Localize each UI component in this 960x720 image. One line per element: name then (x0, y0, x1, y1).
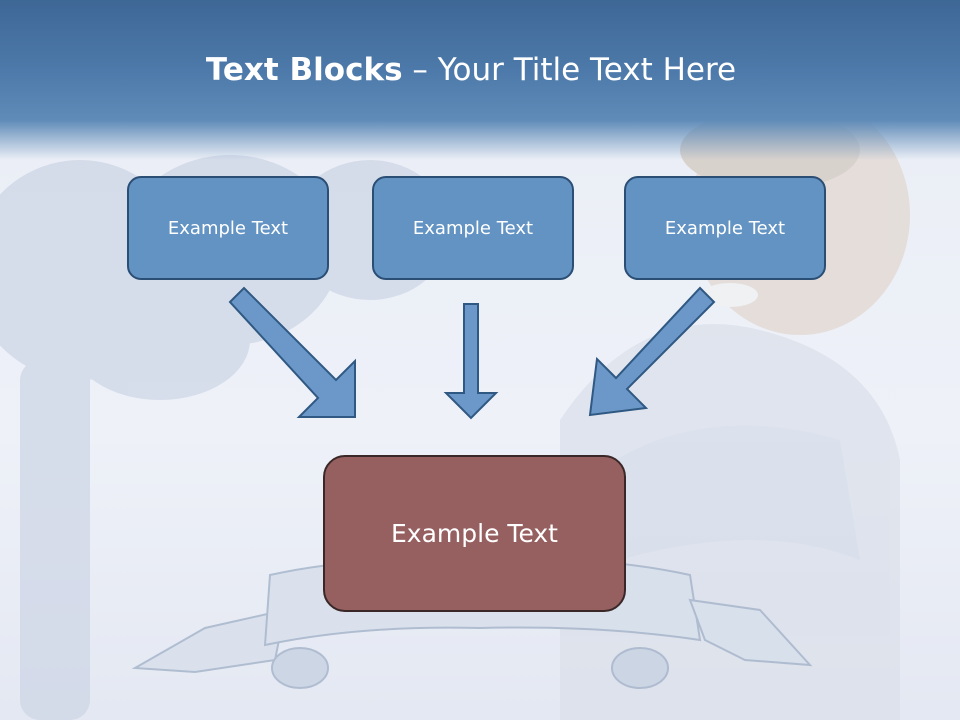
arrow-left-icon (228, 286, 356, 418)
title-dash: – (402, 52, 438, 88)
arrow-right-icon (588, 286, 716, 417)
center-text-block[interactable]: Example Text (323, 455, 626, 612)
title-rest: Your Title Text Here (437, 52, 737, 88)
page-title: Text Blocks – Your Title Text Here (0, 52, 942, 88)
title-bar (0, 0, 960, 160)
title-bold: Text Blocks (205, 52, 403, 88)
text-block-2[interactable]: Example Text (372, 176, 574, 280)
arrow-center-icon (443, 303, 499, 420)
text-block-1[interactable]: Example Text (127, 176, 329, 280)
text-block-3[interactable]: Example Text (624, 176, 826, 280)
